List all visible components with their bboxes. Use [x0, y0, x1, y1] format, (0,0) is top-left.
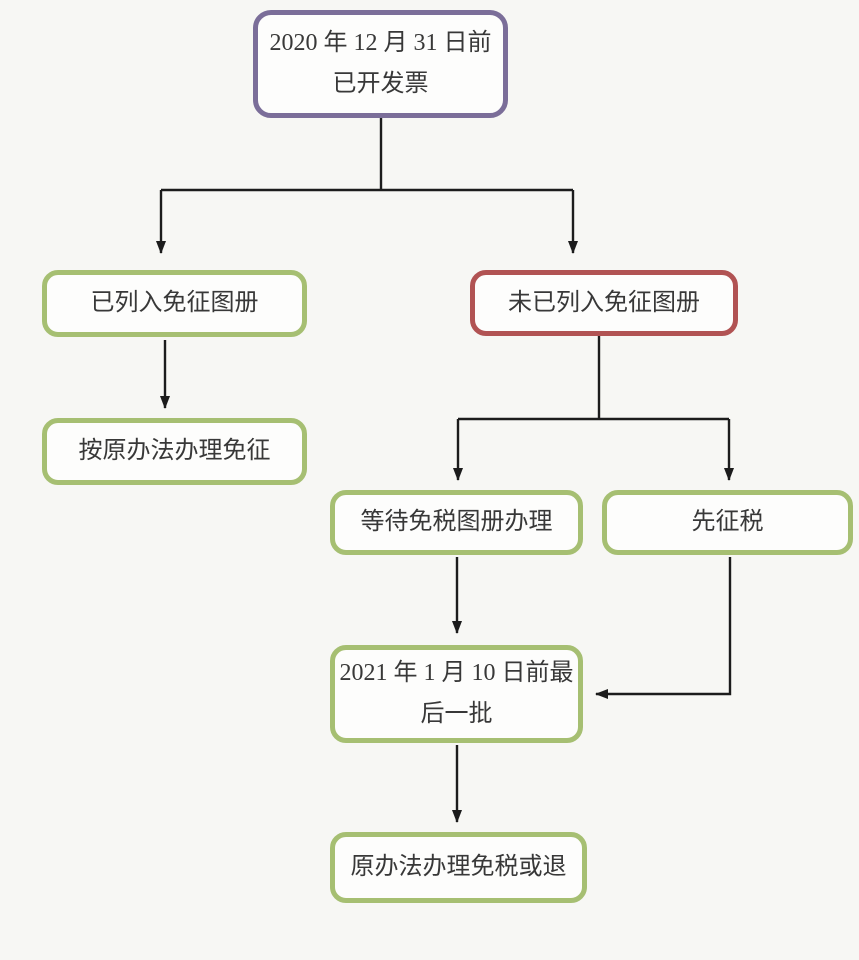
- node-wait-booklet-label: 等待免税图册办理: [360, 509, 553, 536]
- node-original-method-exempt-or-refund: 原办法办理免税或退: [330, 832, 587, 903]
- edge-invoiced-split: [161, 118, 573, 192]
- node-exempt-or-refund-label: 原办法办理免税或退: [350, 854, 567, 881]
- node-tax-first-label: 先征税: [691, 509, 764, 536]
- node-not-listed-in-exemption-booklet: 未已列入免征图册: [470, 270, 738, 336]
- node-wait-exemption-booklet: 等待免税图册办理: [330, 490, 583, 555]
- node-original-method-exemption: 按原办法办理免征: [42, 418, 307, 485]
- node-listed-in-exemption-booklet: 已列入免征图册: [42, 270, 307, 337]
- node-not-listed-label: 未已列入免征图册: [508, 289, 700, 316]
- node-last-batch-before-2021-01-10: 2021 年 1 月 10 日前最 后一批: [330, 645, 583, 743]
- node-invoiced-before-2020-12-31: 2020 年 12 月 31 日前 已开发票: [253, 10, 508, 118]
- node-invoiced-label: 2020 年 12 月 31 日前 已开发票: [269, 30, 492, 97]
- edge-tax-first-to-last-batch: [595, 557, 732, 699]
- node-tax-first: 先征税: [602, 490, 853, 555]
- node-listed-label: 已列入免征图册: [90, 290, 259, 317]
- edge-not-listed-split: [458, 336, 729, 421]
- node-last-batch-label: 2021 年 1 月 10 日前最 后一批: [339, 660, 574, 727]
- node-original-exempt-label: 按原办法办理免征: [78, 438, 271, 465]
